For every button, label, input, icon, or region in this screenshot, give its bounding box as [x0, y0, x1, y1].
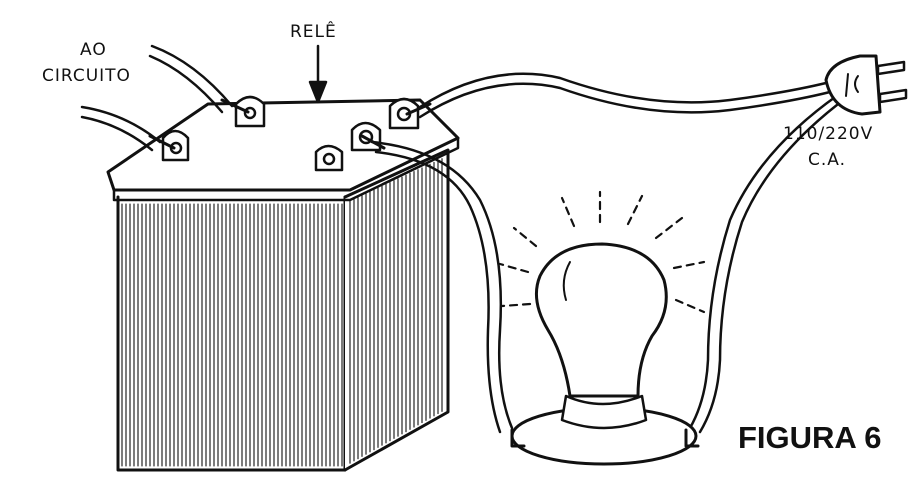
wire-to-circuit-2	[80, 105, 176, 152]
relay-side-face	[343, 148, 450, 472]
relay-terminal-2	[234, 95, 266, 128]
light-bulb-icon	[510, 242, 700, 466]
plug-pin-2	[878, 88, 908, 104]
relay-lid-rim	[112, 136, 460, 202]
figure-caption: FIGURA 6	[738, 420, 882, 455]
rele-label: RELÊ	[290, 22, 337, 42]
wire-to-circuit-1	[148, 44, 250, 114]
plug-pin-1	[876, 60, 906, 76]
wire-to-plug-1	[405, 72, 832, 119]
light-rays	[498, 190, 706, 314]
power-plug-icon	[824, 54, 908, 116]
ao-circuito-label-line1: AO	[80, 40, 107, 60]
ao-circuito-label-line2: CIRCUITO	[42, 66, 131, 86]
bulb-socket	[560, 394, 648, 430]
plug-body	[824, 54, 882, 116]
wire-to-plug-2	[688, 93, 848, 434]
relay-terminal-5	[388, 97, 420, 130]
arrow-down-icon	[308, 44, 328, 104]
relay-front-face	[116, 195, 347, 472]
relay-ribs-front	[121, 203, 343, 467]
wire-to-lamp	[360, 134, 514, 434]
relay-ribs-side	[349, 158, 443, 464]
voltage-label: 110/220V	[783, 124, 874, 144]
relay-terminal-3	[314, 144, 344, 172]
ac-label: C.A.	[808, 150, 847, 170]
bulb-glass	[534, 242, 668, 398]
relay-can-icon	[106, 98, 460, 472]
